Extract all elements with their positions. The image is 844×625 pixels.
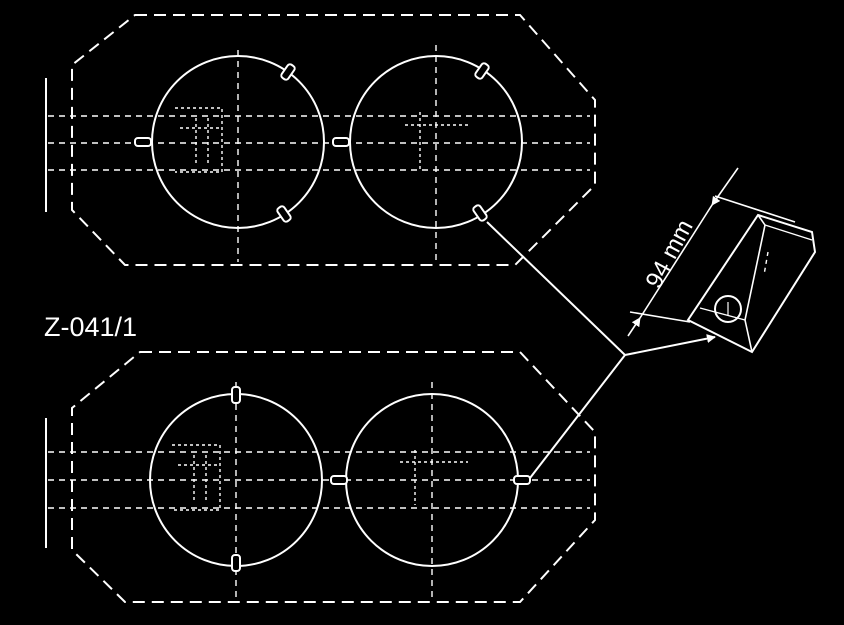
top-right-hole-detail bbox=[405, 112, 470, 170]
tab bbox=[231, 554, 241, 572]
part-hole bbox=[714, 295, 742, 323]
tab bbox=[332, 137, 350, 147]
tab bbox=[231, 386, 241, 404]
tab bbox=[472, 204, 488, 222]
leader-lines bbox=[486, 221, 716, 479]
dimension-line bbox=[639, 204, 713, 319]
tab bbox=[276, 205, 292, 223]
tab bbox=[513, 475, 531, 485]
tab bbox=[134, 137, 152, 147]
tab bbox=[474, 62, 490, 80]
top-tabs bbox=[134, 62, 490, 223]
bottom-right-hole-detail bbox=[400, 450, 468, 505]
bottom-plate bbox=[45, 351, 596, 603]
bottom-plate-centerlines bbox=[48, 382, 590, 600]
bottom-tabs bbox=[231, 386, 531, 572]
top-left-hole-detail bbox=[175, 107, 223, 173]
part-detail bbox=[686, 213, 817, 354]
part-body bbox=[686, 213, 817, 354]
top-plate-centerlines bbox=[48, 45, 590, 262]
tab bbox=[280, 63, 296, 81]
tab bbox=[330, 475, 348, 485]
bottom-plate-outline bbox=[71, 351, 596, 603]
dimension-label: 94 mm bbox=[640, 215, 698, 292]
top-plate-outline bbox=[71, 14, 596, 266]
top-plate bbox=[45, 14, 596, 266]
part-code-label: Z-041/1 bbox=[44, 312, 137, 342]
dimension bbox=[627, 167, 796, 337]
bottom-left-hole-detail bbox=[172, 444, 221, 511]
